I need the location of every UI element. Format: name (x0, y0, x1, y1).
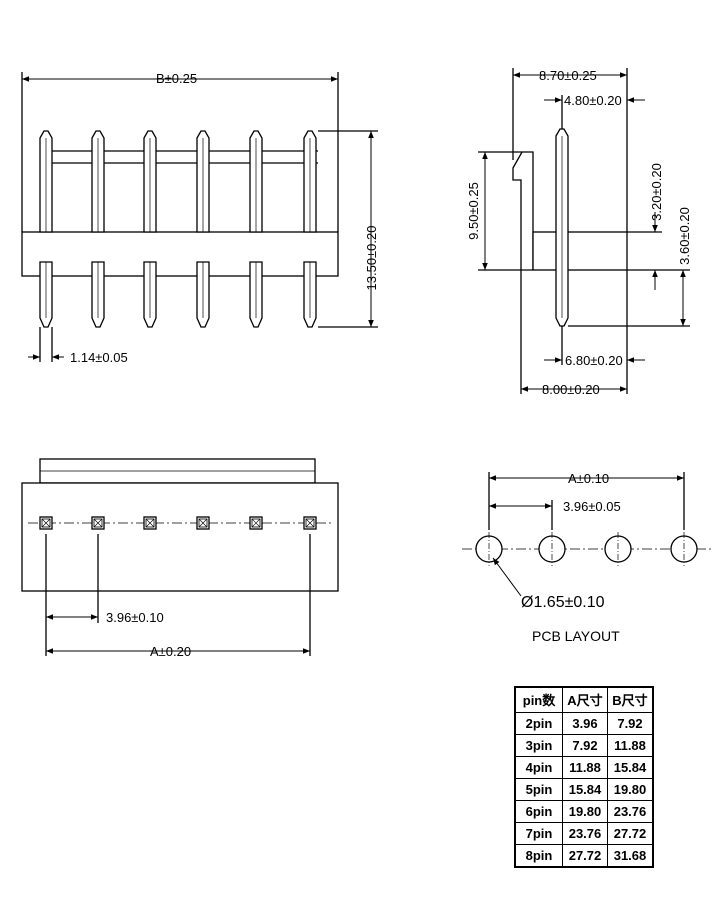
table-cell: 23.76 (607, 800, 654, 823)
pcb-hole (538, 532, 566, 566)
table-cell: 2pin (514, 712, 563, 735)
pcb-dim-total-label: A±0.10 (568, 471, 609, 486)
dim-right-upper-label: 3.20±0.20 (649, 163, 664, 221)
table-header: A尺寸 (562, 686, 608, 713)
pcb-dim-pitch-label: 3.96±0.05 (563, 499, 621, 514)
dim-total-label: A±0.20 (150, 644, 191, 659)
front-pin (249, 130, 263, 328)
front-pin (143, 130, 157, 328)
front-pin (303, 130, 317, 328)
pcb-hole (604, 532, 632, 566)
table-cell: 15.84 (607, 756, 654, 779)
front-pin-group (39, 130, 317, 328)
dim-width-label: B±0.25 (156, 71, 197, 86)
table-cell: 5pin (514, 778, 563, 801)
top-pin (249, 516, 263, 530)
dim-left-label: 9.50±0.25 (466, 182, 481, 240)
front-pin (91, 130, 105, 328)
front-pin (39, 130, 53, 328)
dim-top-inner-label: 4.80±0.20 (564, 93, 622, 108)
top-pin (196, 516, 210, 530)
dim-height-label: 13.50±0.20 (364, 226, 379, 291)
table-cell: 7.92 (607, 712, 654, 735)
top-pin (91, 516, 105, 530)
pcb-hole-group (475, 532, 698, 566)
table-cell: 3pin (514, 734, 563, 757)
dim-pin-label: 1.14±0.05 (70, 350, 128, 365)
pcb-dim-hole-label: Ø1.65±0.10 (521, 594, 605, 611)
pcb-hole (475, 532, 503, 566)
table-cell: 31.68 (607, 844, 654, 868)
front-view (21, 72, 378, 362)
table-cell: 27.72 (562, 844, 608, 868)
side-view (478, 68, 690, 394)
top-pin (303, 516, 317, 530)
table-cell: 7.92 (562, 734, 608, 757)
top-view (21, 458, 339, 656)
table-header: pin数 (514, 686, 563, 713)
table-cell: 3.96 (562, 712, 608, 735)
front-pin (196, 130, 210, 328)
table-cell: 23.76 (562, 822, 608, 845)
dim-right-lower-label: 3.60±0.20 (677, 207, 692, 265)
pcb-layout-title: PCB LAYOUT (532, 628, 620, 644)
top-pin-group (39, 516, 317, 530)
top-pin (143, 516, 157, 530)
table-cell: 27.72 (607, 822, 654, 845)
table-cell: 4pin (514, 756, 563, 779)
pcb-layout (462, 472, 712, 597)
pcb-hole (670, 532, 698, 566)
table-cell: 11.88 (607, 734, 654, 757)
table-cell: 8pin (514, 844, 563, 868)
dim-pitch-label: 3.96±0.10 (106, 610, 164, 625)
table-cell: 15.84 (562, 778, 608, 801)
table-cell: 19.80 (607, 778, 654, 801)
table-cell: 11.88 (562, 756, 608, 779)
dim-bottom-outer-label: 8.00±0.20 (542, 382, 600, 397)
table-cell: 6pin (514, 800, 563, 823)
dim-bottom-inner-label: 6.80±0.20 (565, 353, 623, 368)
dim-top-outer-label: 8.70±0.25 (539, 68, 597, 83)
table-cell: 7pin (514, 822, 563, 845)
top-pin (39, 516, 53, 530)
table-header-row: pin数 A尺寸 B尺寸 (514, 686, 654, 713)
table-cell: 19.80 (562, 800, 608, 823)
table-header: B尺寸 (607, 686, 654, 713)
